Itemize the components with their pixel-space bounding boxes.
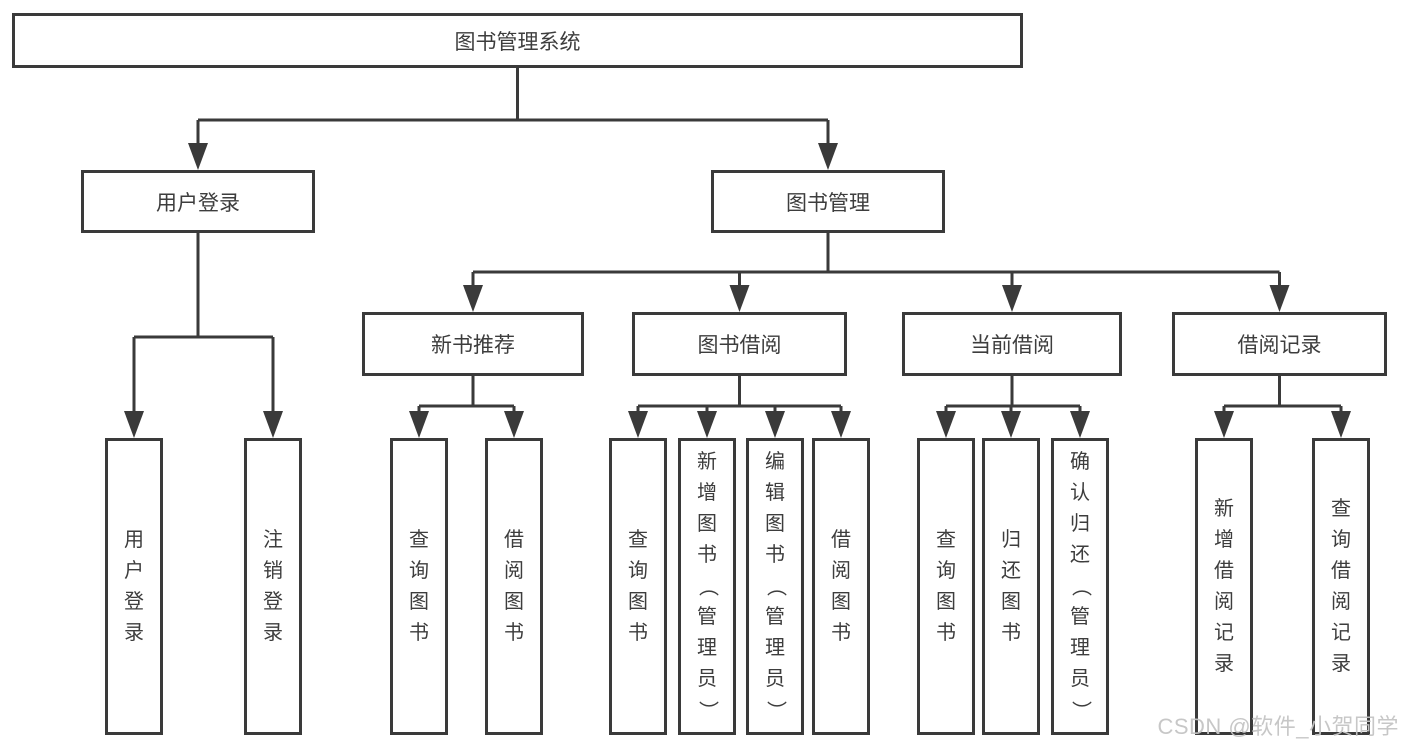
- node-leaf-query-book-c: 查询图书: [917, 438, 975, 735]
- arrowhead-icon: [729, 285, 750, 312]
- node-label-current-borrowing: 当前借阅: [970, 334, 1054, 357]
- arrowhead-icon: [936, 411, 956, 438]
- node-leaf-add-book: 新增图书（管理员）: [678, 438, 736, 735]
- arrowhead-icon: [831, 411, 851, 438]
- node-label-leaf-query-book-b: 查询图书: [628, 528, 648, 644]
- node-leaf-user-login: 用户登录: [105, 438, 163, 735]
- arrowhead-icon: [504, 411, 524, 438]
- node-label-leaf-logout: 注销登录: [263, 528, 283, 644]
- node-label-leaf-return-book: 归还图书: [1001, 528, 1021, 644]
- node-leaf-borrow-book-b: 借阅图书: [812, 438, 870, 735]
- arrowhead-icon: [124, 411, 144, 438]
- edge-borrowing-records: [1214, 376, 1351, 438]
- node-root: 图书管理系统: [12, 13, 1023, 68]
- edge-book-management: [463, 233, 1290, 312]
- node-label-leaf-borrow-book-a: 借阅图书: [504, 528, 524, 644]
- edge-lines: [1222, 376, 1343, 419]
- arrowhead-icon: [263, 411, 283, 438]
- edge-lines: [417, 376, 516, 419]
- node-label-root: 图书管理系统: [454, 30, 581, 54]
- node-label-leaf-query-borrow-record: 查询借阅记录: [1331, 497, 1351, 675]
- arrowhead-icon: [1331, 411, 1351, 438]
- node-leaf-logout: 注销登录: [244, 438, 302, 735]
- node-leaf-query-book-a: 查询图书: [390, 438, 448, 735]
- node-leaf-query-book-b: 查询图书: [609, 438, 667, 735]
- edge-root: [188, 68, 838, 170]
- node-label-leaf-query-book-c: 查询图书: [936, 528, 956, 644]
- edge-user-login: [124, 233, 283, 438]
- node-leaf-edit-book: 编辑图书（管理员）: [746, 438, 804, 735]
- node-label-leaf-confirm-return: 确认归还（管理员）: [1069, 451, 1092, 721]
- node-borrowing-records: 借阅记录: [1172, 312, 1387, 376]
- edge-book-borrowing: [628, 376, 851, 438]
- node-label-leaf-edit-book: 编辑图书（管理员）: [764, 451, 787, 721]
- arrowhead-icon: [463, 285, 483, 312]
- edge-lines: [132, 233, 275, 419]
- arrowhead-icon: [628, 411, 648, 438]
- node-label-user-login: 用户登录: [156, 191, 240, 215]
- arrowhead-icon: [765, 411, 785, 438]
- arrowhead-icon: [818, 143, 838, 170]
- edge-lines: [471, 233, 1281, 293]
- node-label-leaf-borrow-book-b: 借阅图书: [831, 528, 851, 644]
- node-label-leaf-query-book-a: 查询图书: [409, 528, 429, 644]
- edge-lines: [196, 68, 830, 151]
- node-leaf-return-book: 归还图书: [982, 438, 1040, 735]
- node-label-book-management: 图书管理: [786, 191, 870, 215]
- arrowhead-icon: [409, 411, 429, 438]
- node-leaf-confirm-return: 确认归还（管理员）: [1051, 438, 1109, 735]
- node-label-leaf-user-login: 用户登录: [124, 528, 144, 644]
- arrowhead-icon: [1001, 411, 1021, 438]
- node-new-book-recommend: 新书推荐: [362, 312, 584, 376]
- edge-current-borrowing: [936, 376, 1090, 438]
- node-label-new-book-recommend: 新书推荐: [431, 334, 515, 357]
- node-label-borrowing-records: 借阅记录: [1237, 334, 1322, 357]
- arrowhead-icon: [697, 411, 717, 438]
- arrowhead-icon: [1002, 285, 1022, 312]
- node-label-leaf-add-borrow-record: 新增借阅记录: [1214, 497, 1234, 675]
- arrowhead-icon: [1070, 411, 1090, 438]
- arrowhead-icon: [1269, 285, 1290, 312]
- watermark-text: CSDN @软件_小贺同学: [1157, 714, 1399, 739]
- arrowhead-icon: [1214, 411, 1234, 438]
- node-book-borrowing: 图书借阅: [632, 312, 847, 376]
- node-user-login: 用户登录: [81, 170, 315, 233]
- node-leaf-borrow-book-a: 借阅图书: [485, 438, 543, 735]
- edge-new-book-recommend: [409, 376, 524, 438]
- node-book-management: 图书管理: [711, 170, 945, 233]
- node-label-leaf-add-book: 新增图书（管理员）: [696, 451, 719, 721]
- arrowhead-icon: [188, 143, 208, 170]
- node-label-book-borrowing: 图书借阅: [697, 334, 782, 357]
- node-current-borrowing: 当前借阅: [902, 312, 1122, 376]
- node-leaf-add-borrow-record: 新增借阅记录: [1195, 438, 1253, 735]
- node-leaf-query-borrow-record: 查询借阅记录: [1312, 438, 1370, 735]
